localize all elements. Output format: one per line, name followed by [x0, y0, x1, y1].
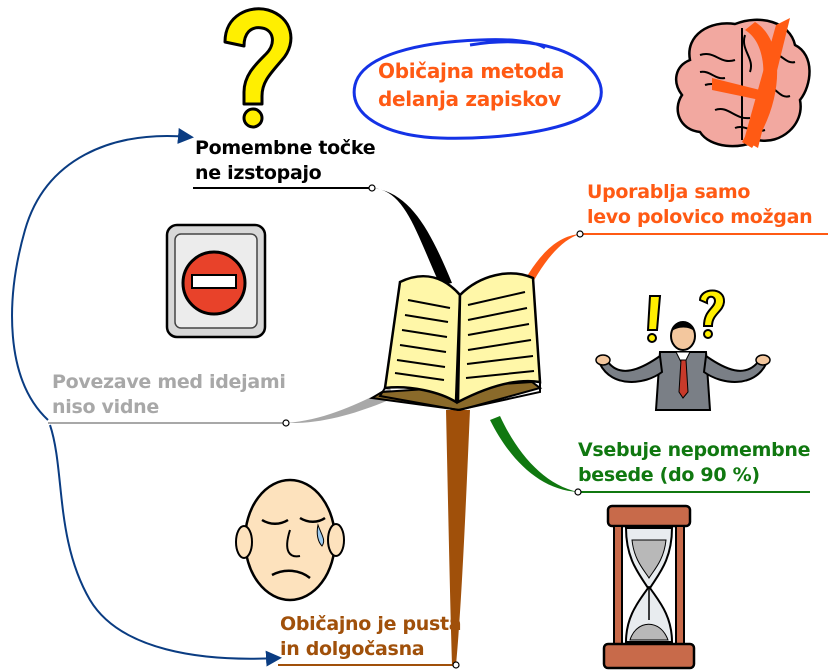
branch-label-besede: Vsebuje nepomembne besede (do 90 %) — [578, 438, 811, 488]
branch-tocke — [372, 188, 452, 285]
povezave-line2: niso vidne — [52, 396, 159, 418]
central-title: Običajna metoda delanja zapiskov — [378, 57, 564, 113]
povezave-line1: Povezave med idejami — [52, 371, 286, 393]
branch-label-tocke: Pomembne točke ne izstopajo — [195, 136, 376, 186]
branch-pusta — [446, 410, 470, 665]
branch-label-mozgan: Uporablja samo levo polovico možgan — [587, 180, 813, 230]
tocke-line2: ne izstopajo — [195, 162, 322, 184]
bored-face-icon — [235, 478, 345, 602]
connector-to-tocke — [11, 127, 194, 421]
tocke-line1: Pomembne točke — [195, 137, 376, 159]
besede-line2: besede (do 90 %) — [578, 464, 760, 486]
central-title-line2: delanja zapiskov — [378, 87, 561, 111]
book-icon — [369, 272, 543, 412]
branch-povezave — [286, 388, 394, 424]
title-ellipse — [352, 38, 603, 140]
besede-line1: Vsebuje nepomembne — [578, 439, 811, 461]
crossed-brain-icon — [674, 18, 811, 148]
confused-man-icon — [595, 289, 771, 411]
mozgan-line1: Uporablja samo — [587, 181, 751, 203]
branch-besede — [490, 416, 578, 492]
branch-label-pusta: Običajno je pusta in dolgočasna — [280, 612, 462, 662]
pusta-line1: Običajno je pusta — [280, 613, 462, 635]
mozgan-line2: levo polovico možgan — [587, 206, 813, 228]
no-entry-sign-icon — [165, 223, 267, 339]
pusta-line2: in dolgočasna — [280, 638, 425, 660]
branch-label-povezave: Povezave med idejami niso vidne — [52, 370, 286, 420]
hourglass-icon — [602, 504, 696, 670]
connector-to-pusta — [49, 424, 282, 667]
question-mark-icon — [223, 7, 293, 129]
central-title-line1: Običajna metoda — [378, 59, 565, 83]
